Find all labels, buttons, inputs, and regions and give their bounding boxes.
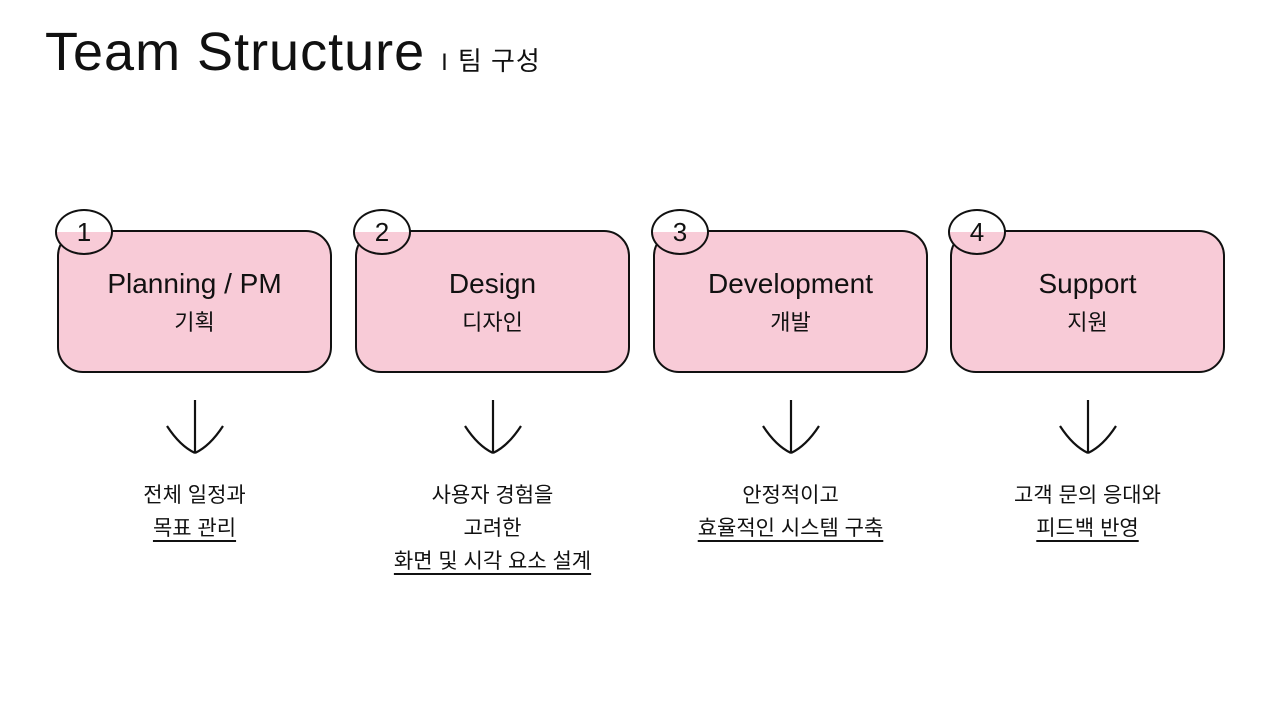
desc-line: 고객 문의 응대와 <box>1014 484 1161 507</box>
team-subtitle-korean: 지원 <box>1067 310 1108 335</box>
subtitle-group: I 팀 구성 <box>441 41 541 78</box>
team-number-badge: 4 <box>948 209 1006 255</box>
desc-line: 사용자 경험을 <box>431 484 554 507</box>
page-title: Team Structure <box>45 22 426 82</box>
team-subtitle-korean: 개발 <box>770 310 811 335</box>
divider-bar: I <box>441 49 448 76</box>
team-title: Planning / PM <box>107 268 282 299</box>
desc-line-underlined: 화면 및 시각 요소 설계 <box>393 550 592 573</box>
slide-header: Team Structure I 팀 구성 <box>45 20 541 85</box>
team-column-development: 3 Development 개발 안정적이고 효율적인 시스템 구축 <box>651 209 928 545</box>
team-subtitle-korean: 디자인 <box>462 310 523 335</box>
team-card: Design 디자인 <box>355 230 630 373</box>
team-card: Development 개발 <box>653 230 928 373</box>
team-title: Design <box>448 268 537 299</box>
team-number-badge: 3 <box>651 209 709 255</box>
team-number-badge: 2 <box>353 209 411 255</box>
desc-line: 전체 일정과 <box>143 484 246 507</box>
team-description: 전체 일정과 목표 관리 <box>57 479 332 545</box>
desc-line-underlined: 목표 관리 <box>152 517 237 540</box>
team-card: Planning / PM 기획 <box>57 230 332 373</box>
desc-line: 고려한 <box>463 517 522 540</box>
team-card: Support 지원 <box>950 230 1225 373</box>
team-subtitle-korean: 기획 <box>174 310 215 335</box>
desc-line-underlined: 피드백 반영 <box>1036 517 1139 540</box>
team-number-badge: 1 <box>55 209 113 255</box>
team-description: 안정적이고 효율적인 시스템 구축 <box>653 479 928 545</box>
team-title: Support <box>1038 268 1137 299</box>
desc-line: 안정적이고 <box>742 484 839 507</box>
down-arrow-icon <box>761 400 820 454</box>
team-column-planning: 1 Planning / PM 기획 전체 일정과 목표 관리 <box>55 209 332 545</box>
team-title: Development <box>708 268 873 299</box>
team-column-design: 2 Design 디자인 사용자 경험을 고려한 화면 및 시각 요소 설계 <box>353 209 630 578</box>
desc-line-underlined: 효율적인 시스템 구축 <box>697 517 884 540</box>
down-arrow-icon <box>1058 400 1117 454</box>
team-column-support: 4 Support 지원 고객 문의 응대와 피드백 반영 <box>948 209 1225 545</box>
team-description: 고객 문의 응대와 피드백 반영 <box>950 479 1225 545</box>
down-arrow-icon <box>463 400 522 454</box>
page-subtitle-korean: 팀 구성 <box>457 46 541 76</box>
down-arrow-icon <box>165 400 224 454</box>
team-description: 사용자 경험을 고려한 화면 및 시각 요소 설계 <box>355 479 630 578</box>
